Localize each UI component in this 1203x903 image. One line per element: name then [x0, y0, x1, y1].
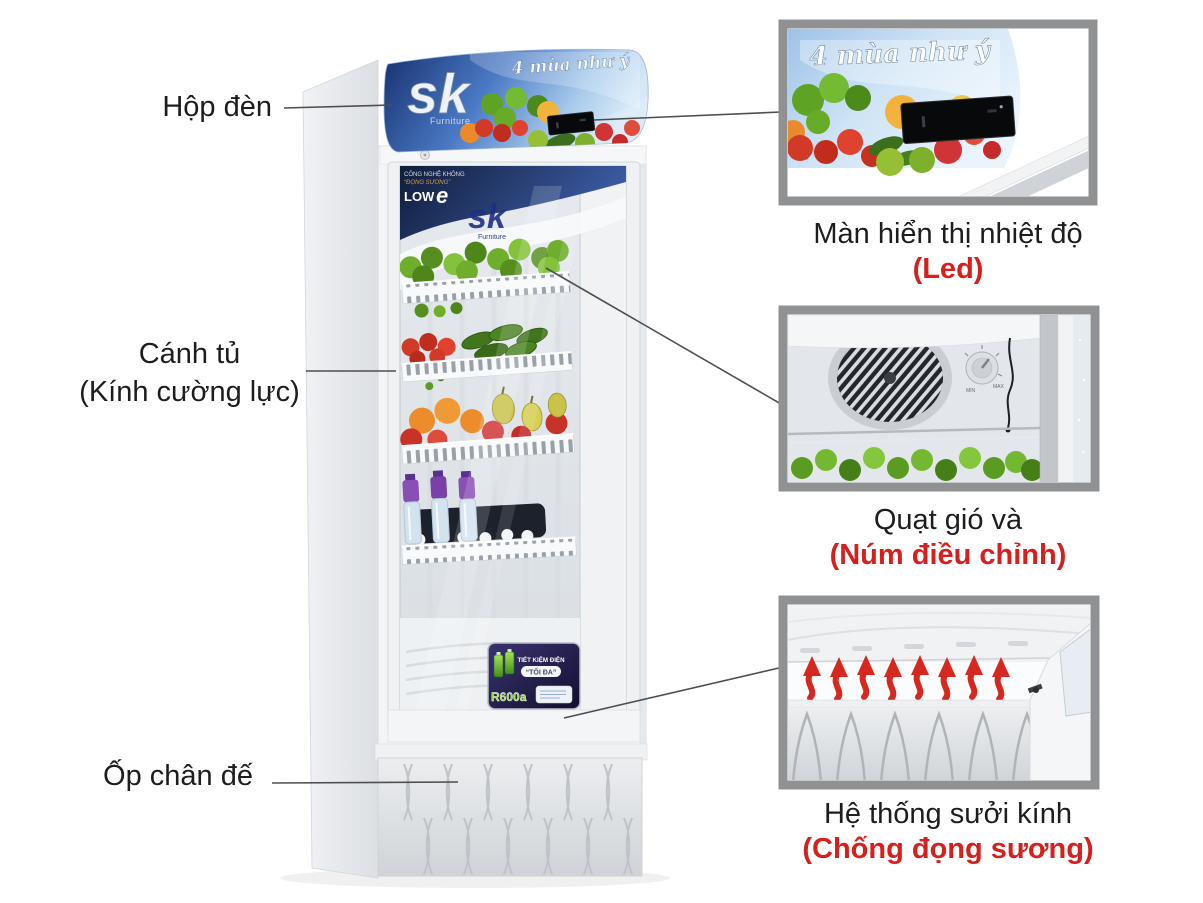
- inset3-open-door: [1027, 623, 1090, 780]
- caption-heater: Hệ thống sưởi kính (Chống đọng sương): [778, 797, 1118, 867]
- fan-grille: [828, 326, 952, 430]
- knob-max-label: MAX: [993, 384, 1005, 390]
- light-box-header: sk Furniture 4 mùa như ý: [383, 48, 649, 153]
- leader-fan: [545, 267, 782, 405]
- water-bottles: [402, 470, 478, 545]
- door-badge-line1: CÔNG NGHỆ KHÔNG: [404, 170, 465, 178]
- inset2-door-frame: [1039, 315, 1090, 482]
- label-door-line2: (Kính cường lực): [79, 376, 300, 408]
- caption-led-highlight: (Led): [912, 253, 984, 285]
- inset1-splash: [800, 40, 1000, 110]
- refrigerant-label: R600a: [491, 690, 527, 704]
- floor-dashes: [800, 641, 1028, 653]
- door-bottom-frame: [387, 709, 641, 743]
- inset1-cabinet-top-edge: [952, 114, 1088, 196]
- inset2-divider-hl: [788, 436, 1041, 444]
- label-light-box-text: Hộp đèn: [162, 91, 272, 123]
- caption-fan: Quạt gió và (Núm điều chỉnh): [778, 503, 1118, 573]
- caption-led: Màn hiển thị nhiệt độ (Led): [778, 217, 1118, 287]
- led-display: [546, 111, 596, 136]
- glass-reflection: [415, 186, 562, 712]
- low-e-letter: e: [436, 183, 448, 208]
- inset2-ceiling: [788, 315, 1041, 349]
- inset1-led-display: [900, 95, 1016, 144]
- leader-base: [271, 781, 459, 784]
- hinge-pin: [1033, 687, 1039, 693]
- inset2-divider: [788, 426, 1041, 436]
- glass-top-band: [400, 166, 626, 240]
- caption-heater-highlight: (Chống đọng sương): [802, 833, 1094, 865]
- shelf-1: [400, 237, 571, 318]
- energy-sticker: TIẾT KIỆM ĐIỆN “TỐI ĐA” R600a: [487, 642, 581, 710]
- thermostat-knob[interactable]: MIN MAX: [964, 345, 1005, 394]
- fridge-interior: CÔNG NGHỆ KHÔNG “ĐỌNG SƯƠNG” LOW e sk Fu…: [400, 166, 626, 712]
- label-light-box: Hộp đèn: [90, 88, 272, 126]
- floor-contour: [788, 626, 1090, 641]
- inset3-base-panel: [788, 708, 1050, 780]
- shelf-2: [401, 324, 573, 391]
- sticker-line2: “TỐI ĐA”: [526, 667, 557, 677]
- fruit-mix: [400, 386, 568, 451]
- inset-fan: MIN MAX: [778, 305, 1100, 492]
- floor-contour-2: [788, 611, 1090, 623]
- inset1-slogan: 4 mùa như ý: [809, 36, 992, 72]
- cabinet-side-panel: [302, 59, 379, 879]
- base-cover: [374, 743, 648, 877]
- interior-right-wall: [580, 166, 626, 712]
- fridge-illustration: sk Furniture 4 mùa như ý CÔNG NGHỆ KHÔNG…: [280, 48, 670, 888]
- door-badge-line2: “ĐỌNG SƯƠNG”: [404, 180, 451, 186]
- leader-heater: [563, 666, 784, 719]
- door-lock-keyhole: [423, 153, 427, 157]
- label-door: Cánh tủ (Kính cường lực): [72, 335, 307, 411]
- low-e-label: LOW: [404, 189, 435, 204]
- inset-led-display: 4 mùa như ý: [778, 19, 1098, 206]
- caption-fan-title: Quạt gió và: [873, 504, 1023, 536]
- caption-led-title: Màn hiển thị nhiệt độ: [813, 218, 1083, 250]
- brand-sub-label: Furniture: [430, 116, 471, 126]
- leader-led: [593, 111, 782, 121]
- label-door-line1: Cánh tủ: [138, 338, 241, 370]
- sticker-line1: TIẾT KIỆM ĐIỆN: [517, 656, 565, 664]
- label-base: Ốp chân đế: [73, 757, 283, 795]
- glass-reflection-2: [456, 236, 578, 712]
- glass-brand-sub: Furniture: [478, 234, 506, 241]
- knob-min-label: MIN: [966, 388, 976, 394]
- base-lip: [788, 699, 1051, 709]
- label-base-text: Ốp chân đế: [103, 760, 253, 792]
- glass-brand-logo: sk: [468, 198, 508, 236]
- shelf-4: [401, 470, 577, 565]
- cucumbers: [461, 324, 548, 361]
- cabinet-right-edge: [640, 146, 646, 744]
- shelf-3: [400, 386, 575, 465]
- inset-glass-heater: [778, 595, 1100, 790]
- caption-heater-title: Hệ thống sưởi kính: [823, 798, 1072, 830]
- water-splash: [470, 52, 640, 110]
- thermostat-wire: [1006, 337, 1014, 429]
- brand-logo: sk: [407, 62, 472, 125]
- leader-light-box: [283, 104, 393, 109]
- caption-fan-highlight: (Núm điều chỉnh): [829, 539, 1067, 571]
- leader-lines: [271, 104, 784, 784]
